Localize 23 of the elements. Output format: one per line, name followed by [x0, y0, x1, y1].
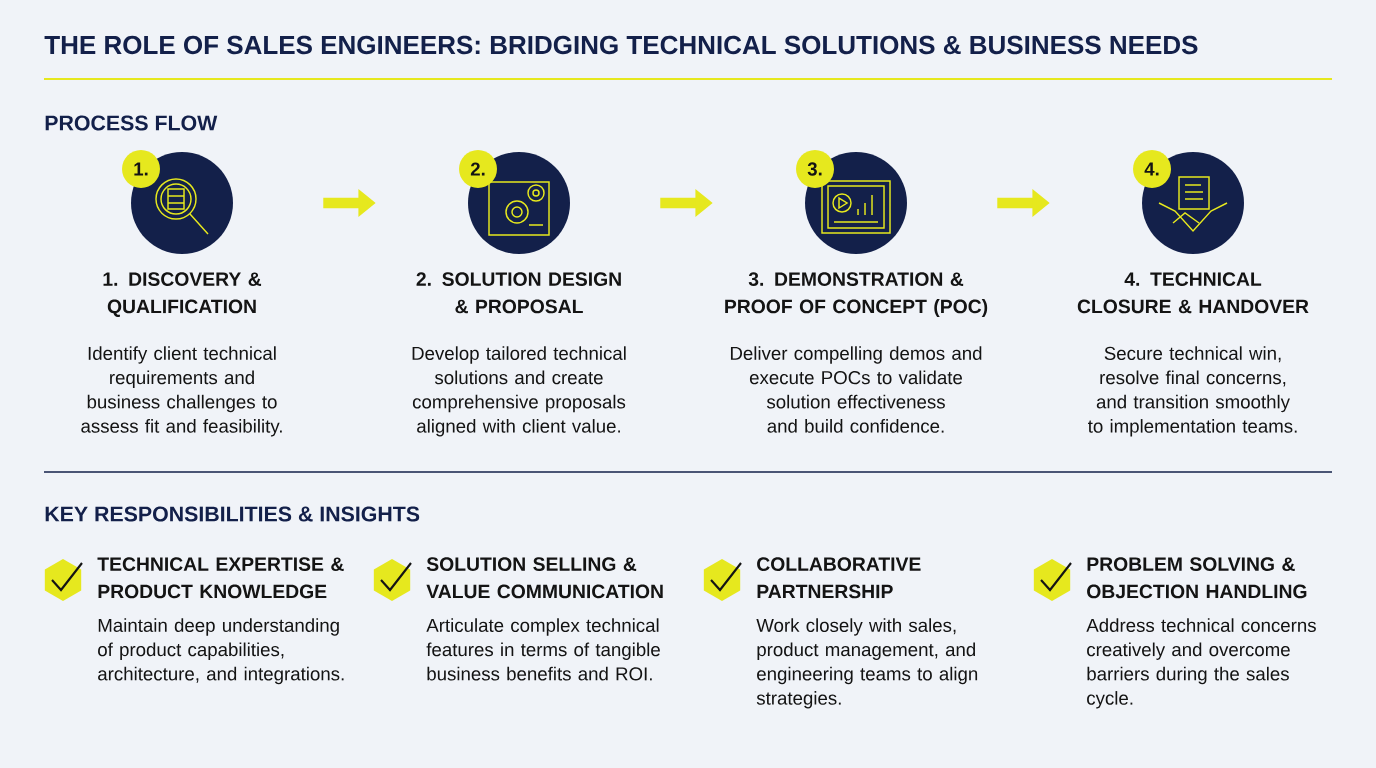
number-badge: 1. — [122, 150, 160, 188]
section-heading: PROCESS FLOW — [45, 115, 218, 131]
step-description: Identify client technical requirements and business challenges to assess fit and feasibility. — [81, 346, 282, 437]
number-badge: 2. — [459, 150, 497, 188]
item-heading: SOLUTION SELLING & VALUE COMMUNICATION — [426, 557, 663, 599]
step-title: 1. DISCOVERY & QUALIFICATION — [103, 272, 262, 317]
step-title: 4. TECHNICAL CLOSURE & HANDOVER — [1077, 272, 1309, 314]
number-badge: 3. — [796, 150, 834, 188]
item-description: Address technical concerns creatively and overcome barriers during the sales cycle. — [1086, 618, 1316, 709]
item-description: Articulate complex technical features in terms of tangible business benefits and ROI. — [426, 618, 660, 681]
item-heading: PROBLEM SOLVING & OBJECTION HANDLING — [1087, 557, 1307, 599]
section-heading: KEY RESPONSIBILITIES & INSIGHTS — [45, 506, 420, 522]
step-title: 3. DEMONSTRATION & PROOF OF CONCEPT (POC) — [725, 272, 988, 318]
step-description: Secure technical win, resolve final concerns, and transition smoothly to implementation teams. — [1088, 346, 1297, 437]
step-title: 2. SOLUTION DESIGN & PROPOSAL — [416, 272, 621, 314]
item-heading: COLLABORATIVE PARTNERSHIP — [757, 557, 921, 599]
step-description: Deliver compelling demos and execute POCs to validate solution effectiveness and build confidence. — [730, 346, 982, 433]
item-description: Work closely with sales, product management, and engineering teams to align strategies. — [756, 618, 978, 709]
title: THE ROLE OF SALES ENGINEERS: BRIDGING TECHNICAL SOLUTIONS & BUSINESS NEEDS — [44, 35, 1198, 55]
number-badge: 4. — [1133, 150, 1171, 188]
item-heading: TECHNICAL EXPERTISE & PRODUCT KNOWLEDGE — [97, 557, 344, 599]
step-description: Develop tailored technical solutions and create comprehensive proposals aligned with client value. — [412, 346, 626, 437]
item-description: Maintain deep understanding of product capabilities, architecture, and integrations. — [98, 618, 344, 685]
